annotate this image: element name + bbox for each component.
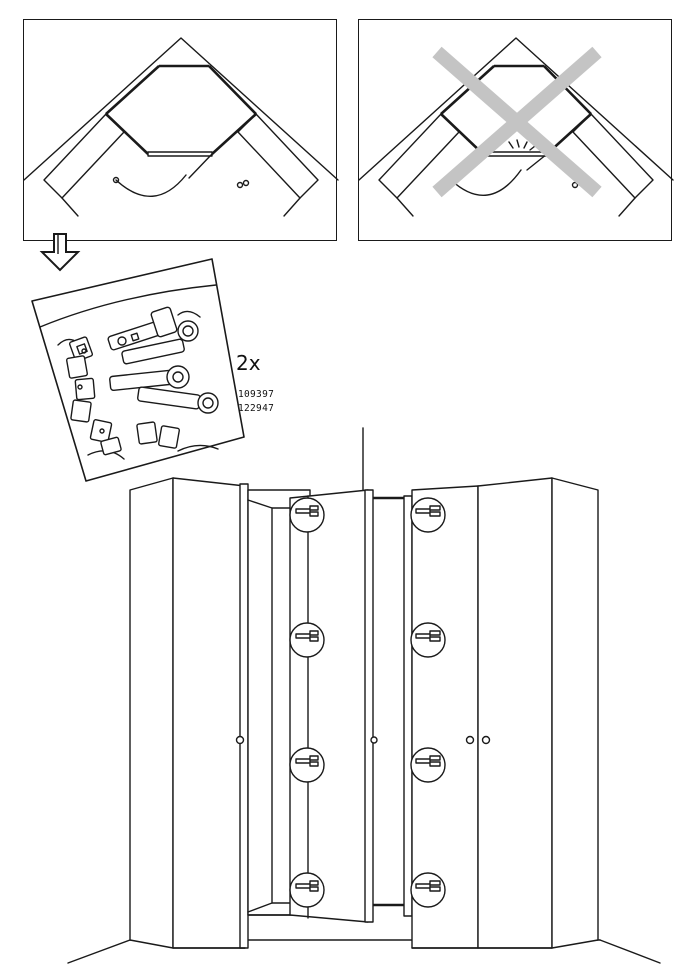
wall-outline [23,37,339,181]
corner-wardrobe-front-view [67,427,661,964]
hardware-bag [31,258,245,482]
top-view-correct-drawing [23,37,339,217]
corner-door-knob [370,736,378,744]
wall-outline [358,37,674,181]
hinge-icon [289,747,325,783]
door-swing-arc [115,174,187,197]
floor-line-left [67,939,131,964]
right-door [618,197,636,217]
top-view-incorrect-drawing [358,37,674,217]
corner-door-collision [526,153,548,171]
right-wardrobe-side [551,477,599,949]
hinge-icon [289,497,325,533]
collision-marks [508,139,536,151]
left-wardrobe-side [129,477,174,949]
hinge-icon [410,497,446,533]
corner-door-open [188,153,213,179]
left-wardrobe-door [172,477,246,949]
hinge-icon [410,622,446,658]
floor-line-right [599,939,661,964]
hollow-down-arrow-icon [39,233,81,272]
corner-cabinet [105,65,257,155]
article-number-1: 109397 [238,389,275,400]
left-door [396,197,414,217]
top-view-correct-panel [23,19,339,241]
door-swing-arc [450,169,522,196]
hinge-icon [289,622,325,658]
right-door-knob-right [481,735,491,745]
cross-x-icon [432,46,602,198]
right-door [283,197,301,217]
corner-post [403,495,413,917]
hardware-quantity: 2x [236,351,261,375]
corner-door-open [289,489,369,923]
left-door-knob [235,735,245,745]
top-view-incorrect-panel [358,19,674,241]
right-door-knob-left [465,735,475,745]
corner-door-closed [147,151,213,157]
article-number-2: 122947 [238,403,275,414]
hinge-icon [66,306,219,456]
hinge-icon [289,872,325,908]
hinge-icon [410,872,446,908]
left-door [61,197,79,217]
right-wardrobe-door-right [477,477,553,949]
hinge-icon [410,747,446,783]
